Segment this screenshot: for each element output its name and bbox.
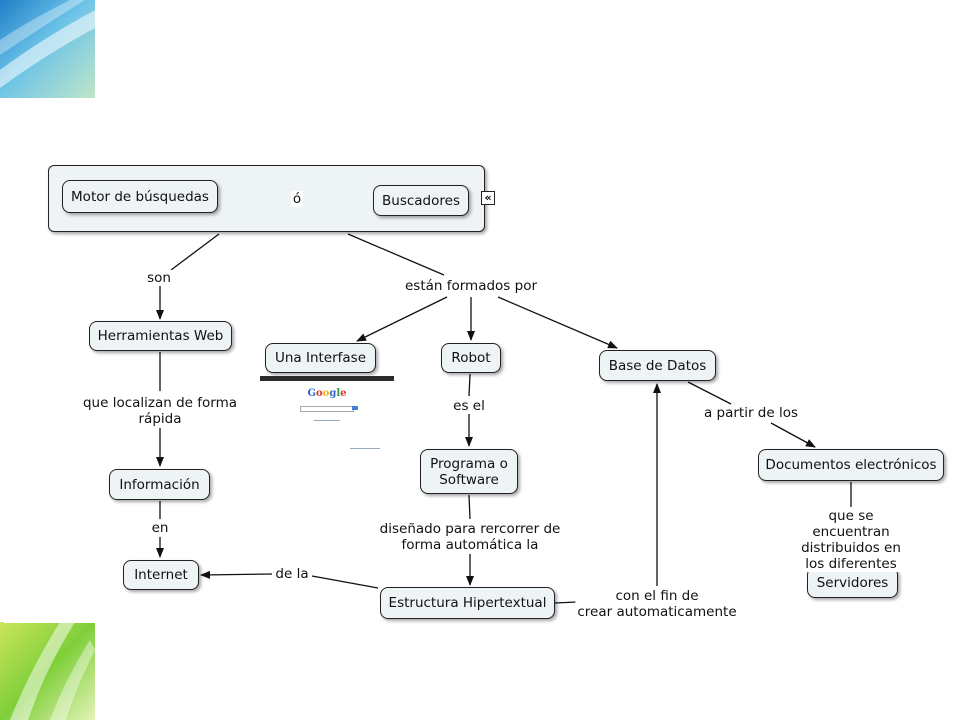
thumbnail-toolbar [260,376,394,381]
link-a-partir-de-los: a partir de los [701,405,801,421]
link-es-el: es el [451,398,487,414]
link-son: son [145,270,173,286]
link-disenado-para: diseñado para rercorrer de forma automát… [377,521,563,553]
line-dela-internet [200,570,273,579]
line-estructura-fin [554,601,578,604]
node-programa-o-software[interactable]: Programa o Software [420,449,518,494]
line-robot-esel [468,373,471,397]
thumbnail-search-button [352,406,358,410]
thumbnail-search-box [300,406,354,412]
line-base-partir [687,381,732,405]
link-o: ó [290,191,304,207]
line-partir-documentos [770,422,816,448]
collapse-icon[interactable]: « [481,191,495,205]
node-buscadores[interactable]: Buscadores [373,185,469,216]
node-informacion[interactable]: Información [109,469,210,500]
node-documentos-electronicos[interactable]: Documentos electrónicos [758,449,944,481]
link-que-localizan: que localizan de forma rápida [80,395,240,427]
line-estructura-dela [311,575,379,589]
node-una-interfase[interactable]: Una Interfase [265,343,376,373]
link-que-se-encuentran: que se encuentran distribuidos en los di… [796,508,906,572]
node-internet[interactable]: Internet [123,560,199,590]
line-group-son [170,233,220,271]
thumbnail-text-line [314,420,340,421]
line-programa-disenado [468,494,471,520]
search-page-thumbnail: Google [260,376,394,452]
node-servidores[interactable]: Servidores [807,567,898,598]
link-de-la: de la [273,566,311,582]
line-formados-interfase [356,296,448,342]
node-estructura-hipertextual[interactable]: Estructura Hipertextual [380,587,555,619]
line-formados-base [497,296,618,349]
link-estan-formados-por: están formados por [402,278,540,294]
link-con-el-fin-de: con el fin de crear automaticamente [575,588,739,620]
node-robot[interactable]: Robot [441,343,501,373]
line-group-formados [347,233,445,276]
link-en: en [149,520,171,536]
thumbnail-logo: Google [307,388,347,399]
node-motor-de-busquedas[interactable]: Motor de búsquedas [62,180,218,213]
thumbnail-text-line [350,448,380,449]
node-base-de-datos[interactable]: Base de Datos [599,350,716,381]
node-herramientas-web[interactable]: Herramientas Web [89,321,232,351]
